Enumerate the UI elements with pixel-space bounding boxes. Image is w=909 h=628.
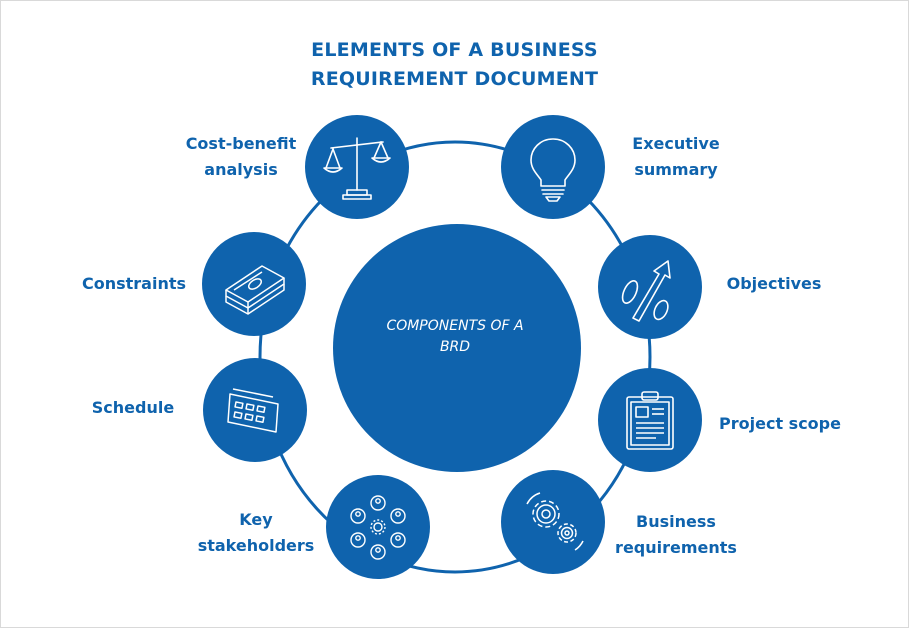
node-key-stakeholders	[326, 475, 430, 579]
label-objectives-line-1: Objectives	[726, 274, 822, 293]
title-line-2: REQUIREMENT DOCUMENT	[310, 68, 599, 90]
label-cost-benefit-line-2: analysis	[204, 160, 278, 179]
clipboard-icon	[626, 391, 674, 450]
title-line-1: ELEMENTS OF A BUSINESS	[311, 39, 598, 61]
label-key-stakeholders-line-2: stakeholders	[197, 536, 315, 555]
node-circle-constraints	[202, 232, 306, 336]
label-key-stakeholders-line-1: Key	[239, 510, 273, 529]
node-business-requirements	[501, 470, 605, 574]
node-objectives	[598, 235, 702, 339]
label-executive-summary: Executive summary	[614, 131, 738, 183]
node-constraints	[202, 232, 306, 336]
label-objectives: Objectives	[712, 271, 836, 297]
label-business-requirements: Business requirements	[606, 509, 746, 561]
label-executive-summary-line-2: summary	[634, 160, 718, 179]
label-constraints: Constraints	[72, 271, 196, 297]
label-cost-benefit-line-1: Cost-benefit	[185, 134, 297, 153]
label-business-requirements-line-2: requirements	[615, 538, 737, 557]
label-schedule: Schedule	[78, 395, 188, 421]
people-network-icon	[350, 495, 406, 560]
node-cost-benefit	[305, 115, 409, 219]
node-circle-schedule	[203, 358, 307, 462]
diagram-title: ELEMENTS OF A BUSINESS REQUIREMENT DOCUM…	[0, 36, 909, 94]
center-label: COMPONENTS OF A BRD	[375, 316, 535, 358]
node-schedule	[203, 358, 307, 462]
node-circle-objectives	[598, 235, 702, 339]
node-project-scope	[598, 368, 702, 472]
label-business-requirements-line-1: Business	[636, 512, 716, 531]
center-circle	[333, 224, 581, 472]
label-schedule-line-1: Schedule	[91, 398, 175, 417]
connector-ring	[258, 140, 652, 574]
label-cost-benefit: Cost-benefit analysis	[176, 131, 306, 183]
money-stack-icon	[225, 265, 285, 315]
node-circle-executive-summary	[501, 115, 605, 219]
center-line-2: BRD	[439, 339, 471, 355]
label-key-stakeholders: Key stakeholders	[186, 507, 326, 559]
node-executive-summary	[501, 115, 605, 219]
label-constraints-line-1: Constraints	[81, 274, 187, 293]
balance-scale-icon	[323, 137, 391, 200]
label-executive-summary-line-1: Executive	[632, 134, 720, 153]
node-circle-business-requirements	[501, 470, 605, 574]
label-project-scope-line-1: Project scope	[719, 414, 841, 433]
center-line-1: COMPONENTS OF A	[386, 318, 524, 334]
gears-icon	[526, 492, 584, 551]
node-circle-key-stakeholders	[326, 475, 430, 579]
lightbulb-icon	[530, 138, 576, 202]
percentage-growth-icon	[621, 260, 671, 322]
node-circle-project-scope	[598, 368, 702, 472]
calendar-card-icon	[227, 388, 279, 433]
label-project-scope: Project scope	[710, 411, 850, 437]
